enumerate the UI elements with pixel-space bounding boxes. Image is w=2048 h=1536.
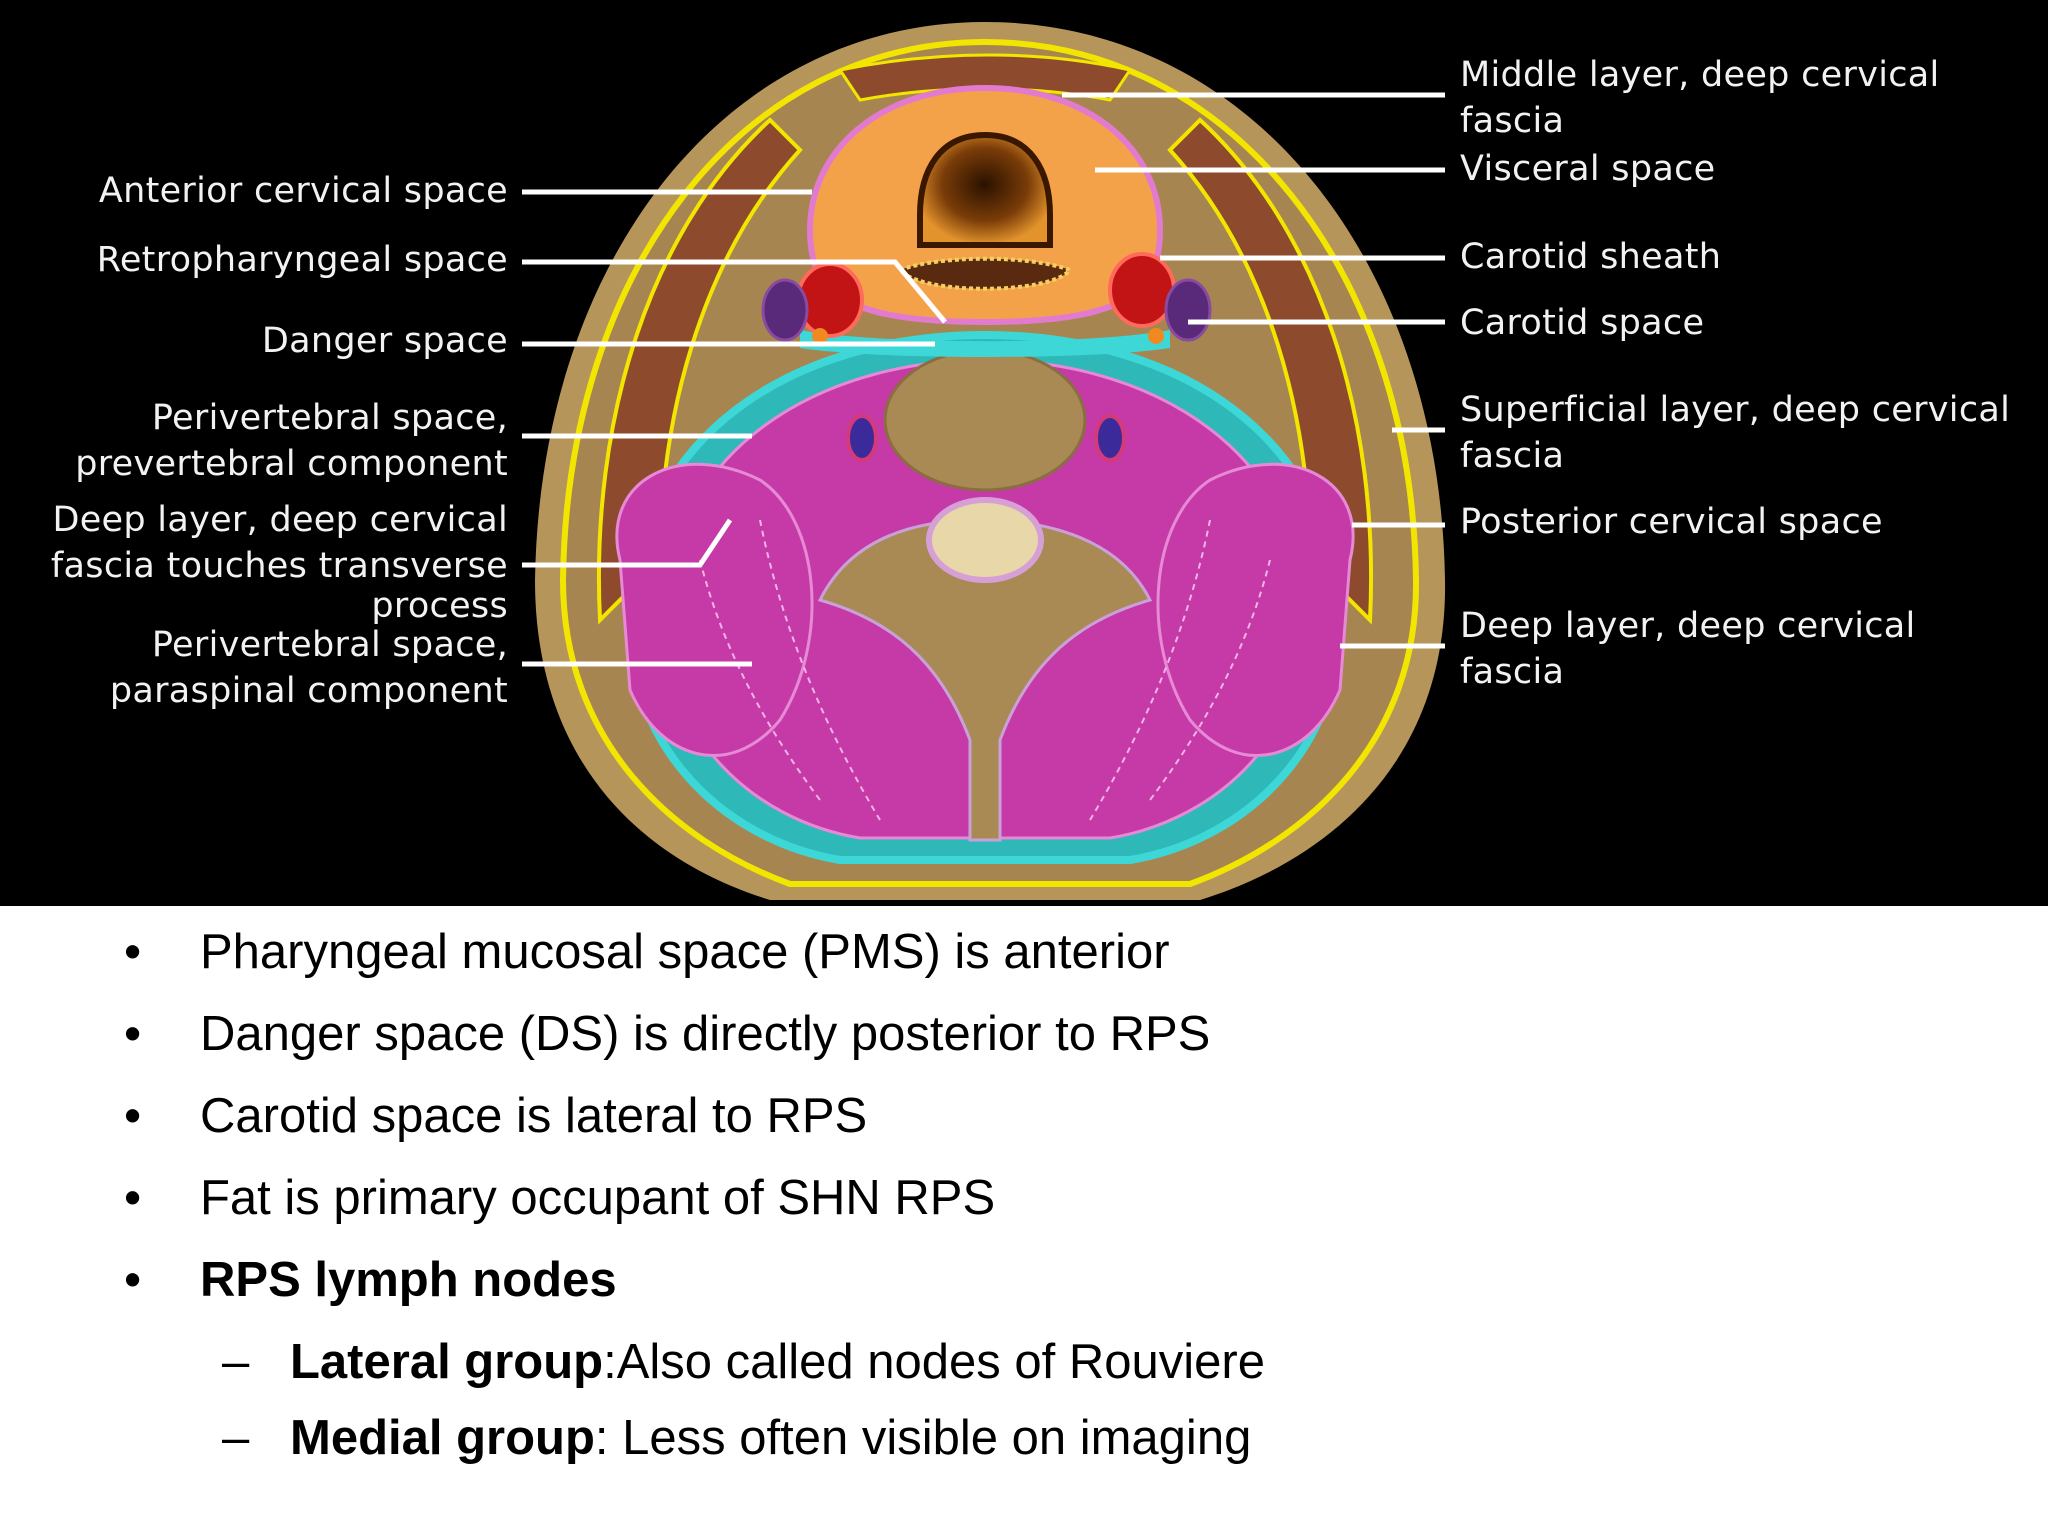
label-retropharyngeal-space: Retropharyngeal space bbox=[96, 240, 508, 280]
bullet-symbol: • bbox=[124, 1253, 142, 1307]
bullet-symbol: • bbox=[124, 925, 142, 979]
vertebral-artery-left bbox=[846, 414, 878, 462]
carotid-sheath-right bbox=[1108, 252, 1212, 344]
label-perivertebral-prevertebral: Perivertebral space,prevertebral compone… bbox=[75, 398, 508, 484]
retropharyngeal-strip bbox=[800, 330, 1170, 357]
vertebral-artery-right bbox=[1094, 414, 1126, 462]
label-posterior-cervical-space: Posterior cervical space bbox=[1460, 502, 1883, 542]
bullet-symbol: • bbox=[124, 1089, 142, 1143]
bullet-symbol: • bbox=[124, 1007, 142, 1061]
anatomy-diagram-panel: Anterior cervical space Retropharyngeal … bbox=[0, 0, 2048, 906]
label-carotid-space: Carotid space bbox=[1460, 303, 1705, 343]
paraspinal-left-lobe bbox=[615, 462, 814, 757]
subbullet-symbol: – bbox=[222, 1335, 250, 1389]
trachea-airway bbox=[917, 131, 1053, 248]
label-anterior-cervical-space: Anterior cervical space bbox=[98, 171, 508, 211]
label-carotid-sheath: Carotid sheath bbox=[1460, 237, 1722, 277]
subbullet-symbol: – bbox=[222, 1411, 250, 1465]
vertebral-body bbox=[883, 348, 1087, 492]
label-danger-space: Danger space bbox=[261, 321, 508, 361]
vertebral-lamina bbox=[817, 518, 1153, 842]
esophagus bbox=[896, 256, 1074, 291]
spinal-cord bbox=[926, 497, 1044, 583]
label-visceral-space: Visceral space bbox=[1460, 149, 1716, 189]
neck-cross-section-illustration bbox=[522, 22, 1446, 900]
paraspinal-right-lobe bbox=[1156, 462, 1355, 757]
bullet-symbol: • bbox=[124, 1171, 142, 1225]
bullet-list: •Pharyngeal mucosal space (PMS) is anter… bbox=[0, 906, 2048, 1536]
muscle-fiber-lines bbox=[699, 519, 1271, 821]
label-perivertebral-paraspinal: Perivertebral space,paraspinal component bbox=[109, 625, 508, 711]
carotid-sheath-left bbox=[761, 262, 864, 344]
leader-lines bbox=[522, 92, 1445, 667]
